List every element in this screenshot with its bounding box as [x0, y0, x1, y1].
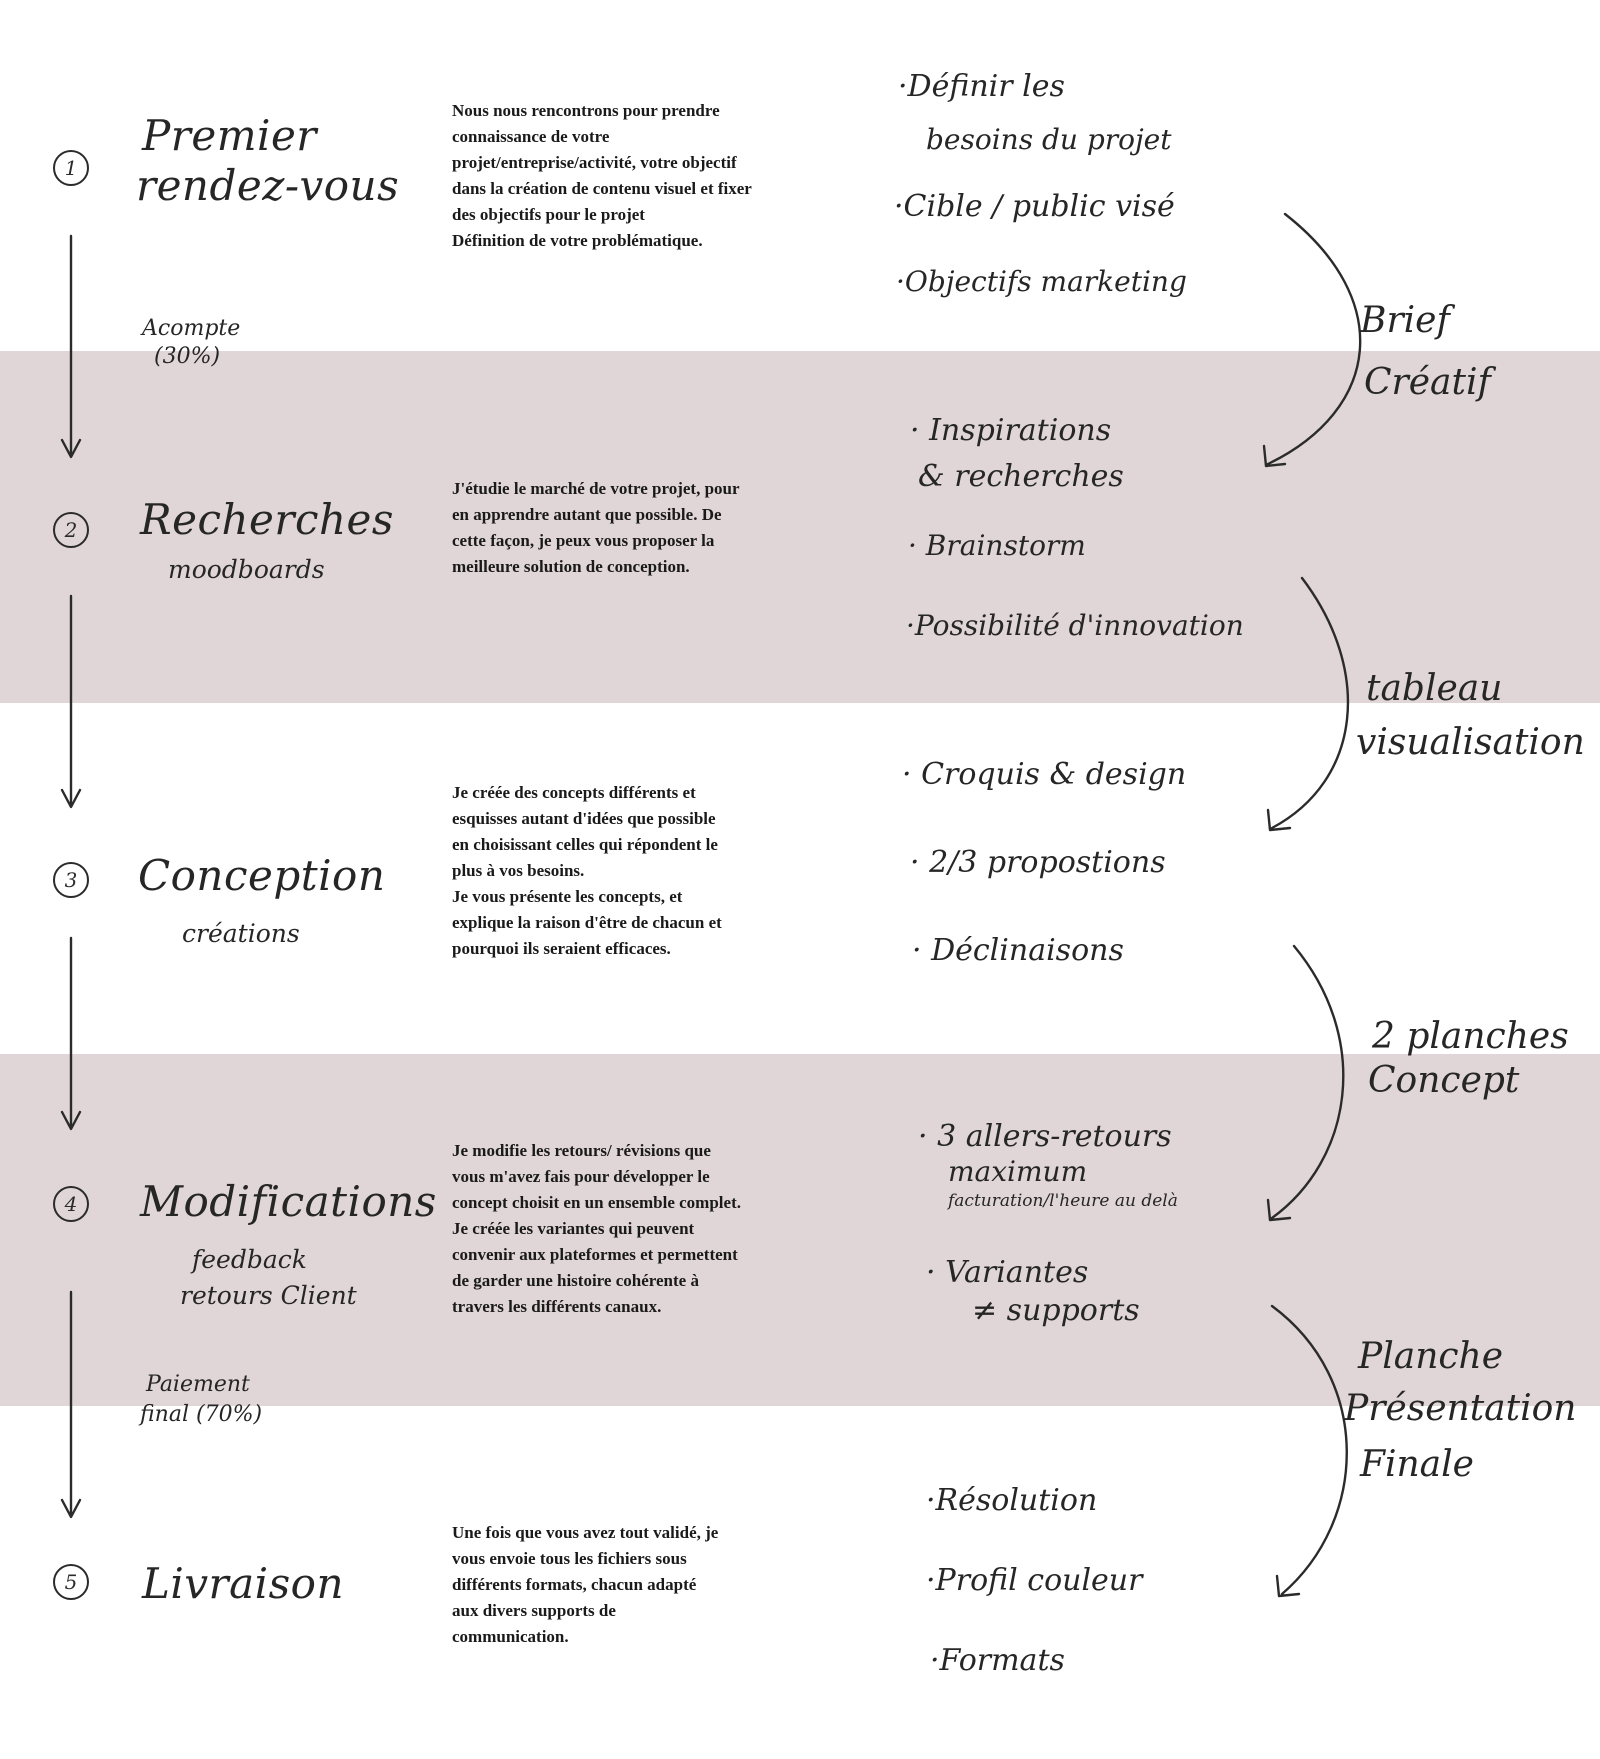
deliverable-presentation-line-2: Présentation	[1344, 1388, 1577, 1429]
step-2-description-line: cette façon, je peux vous proposer la	[452, 531, 715, 550]
step-4-description-line: vous m'avez fais pour développer le	[452, 1167, 710, 1186]
step-3-description-line: Je créée des concepts différents et	[452, 783, 696, 802]
deliverable-brief-line-1: Brief	[1360, 300, 1450, 341]
step-2-number: 2	[53, 512, 89, 548]
step-4-description-line: convenir aux plateformes et permettent	[452, 1245, 738, 1264]
step-3-description-line: en choisissant celles qui répondent le	[452, 835, 718, 854]
step-5-description: Une fois que vous avez tout validé, je v…	[452, 1520, 792, 1650]
step-2-description: J'étudie le marché de votre projet, pour…	[452, 476, 792, 580]
step-1-description-line: projet/entreprise/activité, votre object…	[452, 153, 737, 172]
step-5-bullet: ·Résolution	[926, 1483, 1098, 1518]
step-2-bullet: & recherches	[918, 459, 1124, 494]
step-4-description-line: concept choisit en un ensemble complet.	[452, 1193, 741, 1212]
step-3-number: 3	[53, 862, 89, 898]
step-2-title: Recherches	[140, 495, 394, 544]
arrow-step-3-to-4	[60, 936, 82, 1131]
step-5-description-line: Une fois que vous avez tout validé, je	[452, 1523, 719, 1542]
step-4-bullet: · Variantes	[926, 1255, 1089, 1290]
step-1-title-line-1: Premier	[142, 111, 317, 160]
step-2-subtitle: moodboards	[168, 555, 325, 584]
step-1-description-line: connaissance de votre	[452, 127, 610, 146]
step-4-description-line: Je créée les variantes qui peuvent	[452, 1219, 695, 1238]
step-3-description-line: Je vous présente les concepts, et	[452, 887, 683, 906]
step-4-description-line: travers les différents canaux.	[452, 1297, 662, 1316]
step-1-bullet: ·Définir les	[898, 69, 1065, 104]
step-4-bullet: ≠ supports	[972, 1293, 1140, 1328]
step-1-bullet: ·Cible / public visé	[894, 189, 1175, 224]
step-3-title: Conception	[138, 851, 386, 900]
deliverable-tableau-line-1: tableau	[1366, 668, 1503, 709]
step-3-description-line: explique la raison d'être de chacun et	[452, 913, 722, 932]
curve-arrow-tableau	[1266, 576, 1350, 832]
step-2-description-line: meilleure solution de conception.	[452, 557, 690, 576]
step-4-subtitle-line-2: retours Client	[180, 1281, 357, 1310]
deliverable-brief-line-2: Créatif	[1364, 362, 1491, 403]
step-4-band	[0, 1054, 1600, 1406]
step-4-description-line: de garder une histoire cohérente à	[452, 1271, 699, 1290]
step-5-bullet: ·Profil couleur	[926, 1563, 1143, 1598]
step-2-description-line: J'étudie le marché de votre projet, pour	[452, 479, 740, 498]
step-5-description-line: vous envoie tous les fichiers sous	[452, 1549, 687, 1568]
step-5-title: Livraison	[142, 1559, 344, 1608]
step-2-band	[0, 351, 1600, 703]
deliverable-tableau-line-2: visualisation	[1356, 722, 1585, 763]
curve-arrow-brief	[1262, 212, 1362, 468]
deliverable-presentation-line-1: Planche	[1358, 1336, 1504, 1377]
curve-arrow-planches	[1266, 944, 1345, 1222]
step-4-description: Je modifie les retours/ révisions que vo…	[452, 1138, 792, 1320]
deliverable-planches-line-2: Concept	[1368, 1060, 1520, 1101]
step-5-bullet: ·Formats	[930, 1643, 1065, 1678]
step-1-bullet: besoins du projet	[926, 123, 1172, 156]
step-5-description-line: différents formats, chacun adapté	[452, 1575, 697, 1594]
step-5-description-line: communication.	[452, 1627, 569, 1646]
step-1-bullet: ·Objectifs marketing	[896, 265, 1187, 298]
final-payment-note-line-1: Paiement	[146, 1372, 250, 1397]
step-1-title-line-2: rendez-vous	[136, 161, 400, 210]
step-4-bullet: facturation/l'heure au delà	[948, 1191, 1178, 1211]
step-2-bullet: · Brainstorm	[908, 529, 1086, 562]
step-4-bullet: · 3 allers-retours	[918, 1119, 1172, 1154]
curve-arrow-presentation	[1270, 1304, 1348, 1598]
step-4-bullet: maximum	[948, 1155, 1088, 1188]
step-3-description-line: esquisses autant d'idées que possible	[452, 809, 716, 828]
arrow-step-1-to-2	[60, 234, 82, 459]
step-3-description: Je créée des concepts différents et esqu…	[452, 780, 792, 962]
step-1-description-line: Nous nous rencontrons pour prendre	[452, 101, 720, 120]
step-3-description-line: pourquoi ils seraient efficaces.	[452, 939, 671, 958]
step-1-description-line: dans la création de contenu visuel et fi…	[452, 179, 752, 198]
deliverable-planches-line-1: 2 planches	[1372, 1016, 1569, 1057]
final-payment-note-line-2: final (70%)	[140, 1402, 263, 1427]
step-4-title: Modifications	[140, 1177, 437, 1226]
step-1-description-line: Définition de votre problématique.	[452, 231, 703, 250]
step-5-number: 5	[53, 1564, 89, 1600]
step-1-description-line: des objectifs pour le projet	[452, 205, 645, 224]
step-1-number: 1	[53, 150, 89, 186]
step-2-description-line: en apprendre autant que possible. De	[452, 505, 722, 524]
step-3-bullet: · 2/3 propostions	[910, 845, 1166, 880]
deliverable-presentation-line-3: Finale	[1360, 1444, 1474, 1485]
deposit-note-line-1: Acompte	[142, 316, 241, 341]
step-5-description-line: aux divers supports de	[452, 1601, 616, 1620]
step-2-bullet: ·Possibilité d'innovation	[906, 609, 1244, 642]
step-2-bullet: · Inspirations	[910, 413, 1112, 448]
step-4-number: 4	[53, 1186, 89, 1222]
deposit-note-line-2: (30%)	[154, 344, 221, 369]
arrow-step-2-to-3	[60, 594, 82, 809]
step-1-description: Nous nous rencontrons pour prendre conna…	[452, 98, 792, 254]
step-3-subtitle: créations	[182, 919, 300, 948]
arrow-step-4-to-5	[60, 1290, 82, 1519]
step-3-bullet: · Croquis & design	[902, 757, 1187, 792]
step-4-subtitle-line-1: feedback	[192, 1245, 307, 1274]
step-3-bullet: · Déclinaisons	[912, 933, 1124, 968]
step-3-description-line: plus à vos besoins.	[452, 861, 585, 880]
step-4-description-line: Je modifie les retours/ révisions que	[452, 1141, 711, 1160]
